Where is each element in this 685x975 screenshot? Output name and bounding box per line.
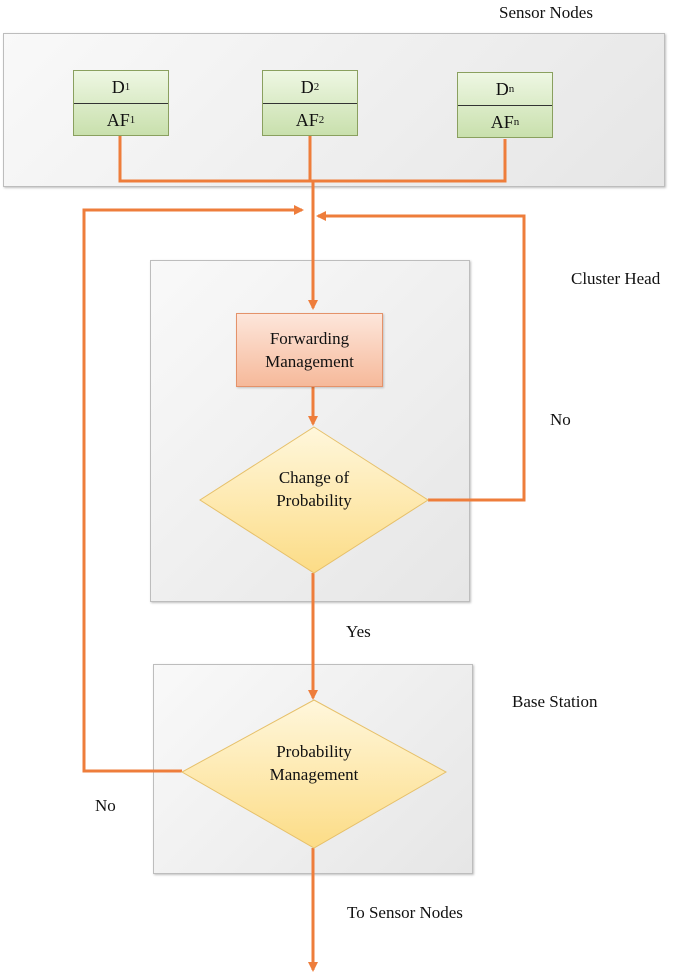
cluster-head-label: Cluster Head (571, 269, 661, 288)
sensor-nodes-label: Sensor Nodes (499, 3, 593, 22)
base-station-label: Base Station (512, 692, 598, 711)
to-sensor-nodes-label: To Sensor Nodes (347, 903, 463, 922)
yes-label: Yes (346, 622, 371, 641)
probability-management-diamond (180, 699, 448, 849)
no-loop-left (82, 205, 304, 773)
change-line2: Probability (276, 491, 352, 510)
forwarding-management-box: Forwarding Management (236, 313, 383, 387)
node1-stem (118, 136, 507, 183)
probability-line1: Probability (276, 742, 352, 761)
forwarding-line1: Forwarding (269, 329, 350, 348)
no-loop-right (316, 211, 526, 502)
probability-management-text: Probability Management (234, 740, 394, 786)
no-label-cluster: No (550, 410, 571, 429)
no-label-base: No (95, 796, 116, 815)
probability-line2: Management (269, 765, 359, 784)
forwarding-line2: Management (265, 352, 354, 371)
change-line1: Change of (278, 468, 350, 487)
change-of-probability-diamond (199, 426, 429, 574)
change-of-probability-text: Change of Probability (234, 466, 394, 512)
